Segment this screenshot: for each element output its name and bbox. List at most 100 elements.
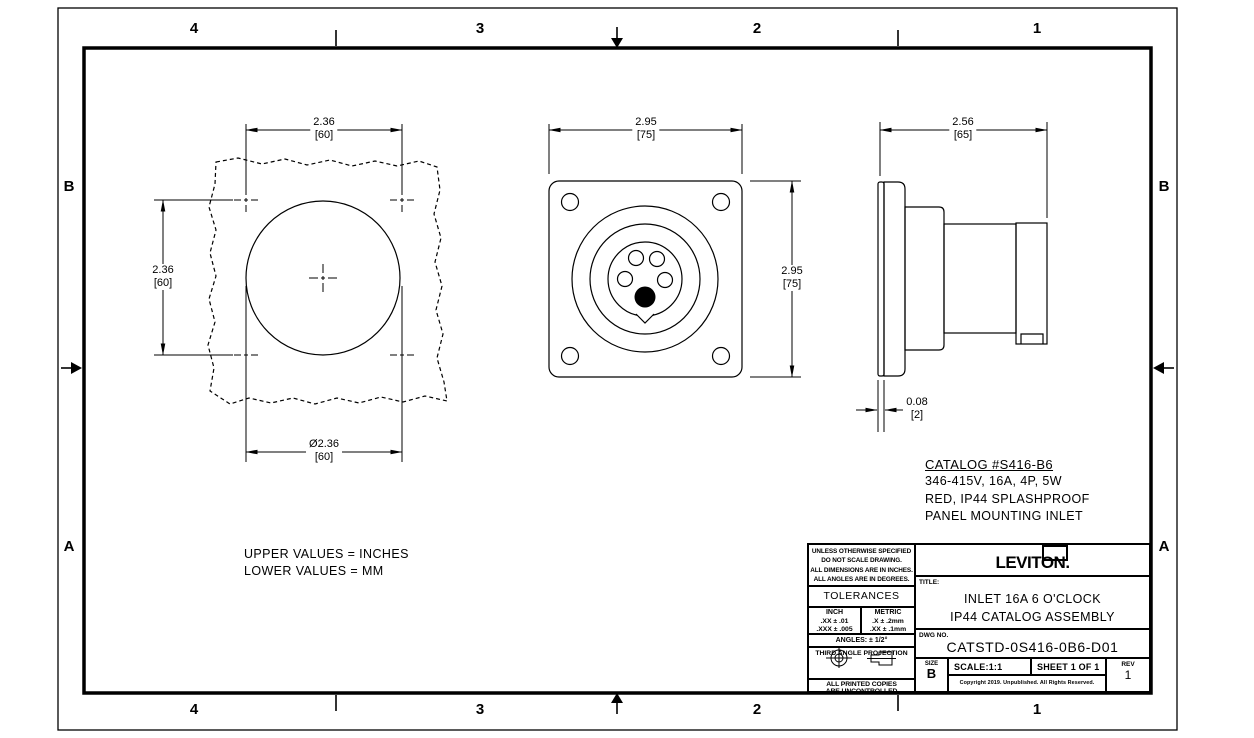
title-cell: TITLE: INLET 16A 6 O'CLOCK IP44 CATALOG … — [916, 577, 1149, 630]
mounting-hole — [560, 346, 580, 366]
dim-value-inches: 2.36 — [313, 116, 335, 128]
zone-left-a: A — [63, 538, 75, 555]
zone-bottom-1: 1 — [1032, 701, 1042, 718]
uncontrolled-note: ALL PRINTED COPIES ARE UNCONTROLLED — [809, 680, 914, 691]
drawing-title-line1: INLET 16A 6 O'CLOCK — [964, 592, 1101, 606]
catalog-ratings: 346-415V, 16A, 4P, 5W — [925, 474, 1062, 489]
size-value: B — [926, 666, 937, 681]
tolerance-inch: INCH .XX ± .01 .XXX ± .005 — [809, 608, 862, 633]
ground-pin — [634, 286, 656, 308]
catalog-note: CATALOG #S416-B6 346-415V, 16A, 4P, 5W R… — [925, 456, 1090, 526]
scale-sheet-cell: SCALE:1:1 SHEET 1 OF 1 Copyright 2019. U… — [949, 659, 1107, 691]
title-block-left-column: UNLESS OTHERWISE SPECIFIED DO NOT SCALE … — [809, 545, 916, 691]
spec-note-line: ALL DIMENSIONS ARE IN INCHES. — [810, 566, 913, 574]
center-marks — [234, 188, 414, 367]
dim-value-mm: [2] — [910, 409, 924, 421]
center-arrow-left — [61, 362, 82, 374]
leviton-logo-box — [1042, 545, 1068, 561]
zone-bottom-4: 4 — [189, 701, 199, 718]
units-note-line2: LOWER VALUES = MM — [244, 564, 384, 578]
sheet-number: SHEET 1 OF 1 — [1032, 659, 1105, 676]
units-note-line1: UPPER VALUES = INCHES — [244, 547, 409, 561]
dim-value-inches: Ø2.36 — [309, 438, 339, 450]
rev-label: REV — [1121, 661, 1135, 668]
pin — [648, 250, 666, 268]
dim-value-mm: [75] — [636, 129, 656, 141]
dim-cutout-height: 2.36 [60] — [149, 264, 177, 290]
dim-cutout-diameter: Ø2.36 [60] — [306, 438, 342, 464]
dim-gasket-thickness: 0.08 [2] — [903, 396, 931, 422]
pin — [656, 271, 674, 289]
rev-value: 1 — [1124, 668, 1132, 682]
dim-value-mm: [60] — [314, 129, 334, 141]
metric-header: METRIC — [874, 609, 902, 616]
pin — [627, 249, 645, 267]
inch-tolerance-row: .XXX ± .005 — [816, 626, 853, 633]
rev-cell: REV 1 — [1107, 659, 1149, 691]
mounting-hole — [711, 192, 731, 212]
tolerance-metric: METRIC .X ± .2mm .XX ± .1mm — [862, 608, 914, 633]
center-arrow-top — [611, 27, 623, 48]
zone-bottom-2: 2 — [752, 701, 762, 718]
dim-value-inches: 2.56 — [952, 116, 974, 128]
spec-note-line: UNLESS OTHERWISE SPECIFIED — [811, 548, 912, 555]
front-view — [548, 124, 801, 378]
catalog-color-ip: RED, IP44 SPLASHPROOF — [925, 491, 1090, 506]
title-block: UNLESS OTHERWISE SPECIFIED DO NOT SCALE … — [807, 543, 1151, 693]
inch-header: INCH — [825, 609, 844, 616]
metric-tolerance-row: .XX ± .1mm — [869, 626, 907, 633]
dim-side-depth: 2.56 [65] — [949, 116, 977, 142]
dim-value-inches: 2.95 — [781, 265, 803, 277]
spec-note-line: ALL ANGLES ARE IN DEGREES. — [813, 575, 910, 583]
zone-top-4: 4 — [189, 20, 199, 37]
mounting-hole — [560, 192, 580, 212]
size-cell: SIZE B — [916, 659, 949, 691]
title-block-right-column: LEVITON. TITLE: INLET 16A 6 O'CLOCK IP44… — [916, 545, 1149, 691]
keyway-notch — [635, 313, 655, 324]
dim-value-inches: 0.08 — [906, 396, 928, 408]
logo-cell: LEVITON. — [916, 545, 1149, 577]
zone-right-b: B — [1158, 178, 1170, 195]
catalog-number: CATALOG #S416-B6 — [925, 457, 1054, 472]
third-angle-projection-icon — [826, 648, 896, 668]
zone-top-2: 2 — [752, 20, 762, 37]
dwg-no-label: DWG NO. — [919, 632, 949, 639]
flange — [883, 181, 906, 377]
dim-value-inches: 2.36 — [152, 264, 174, 276]
zone-left-b: B — [63, 178, 75, 195]
pin — [616, 270, 634, 288]
spec-notes: UNLESS OTHERWISE SPECIFIED DO NOT SCALE … — [809, 545, 914, 587]
metric-tolerance-row: .X ± .2mm — [872, 618, 904, 625]
dim-value-mm: [75] — [782, 278, 802, 290]
zone-right-a: A — [1158, 538, 1170, 555]
gasket — [877, 181, 885, 377]
center-arrow-right — [1153, 362, 1174, 374]
title-label: TITLE: — [919, 579, 940, 586]
dwg-number: CATSTD-0S416-0B6-D01 — [946, 639, 1119, 655]
copyright: Copyright 2019. Unpublished. All Rights … — [959, 680, 1095, 686]
tolerance-table: INCH .XX ± .01 .XXX ± .005 METRIC .X ± .… — [809, 608, 914, 635]
panel-cutout-view — [154, 124, 448, 462]
projection-label: THIRD ANGLE PROJECTION — [815, 650, 908, 657]
side-view — [856, 122, 1048, 432]
scale: SCALE:1:1 — [949, 659, 1032, 676]
dim-value-mm: [65] — [953, 129, 973, 141]
leviton-logo: LEVITON. — [995, 553, 1070, 572]
dwg-cell: DWG NO. CATSTD-0S416-0B6-D01 — [916, 630, 1149, 659]
dim-value-mm: [60] — [314, 451, 334, 463]
dim-cutout-width: 2.36 [60] — [310, 116, 338, 142]
uncontrolled-line: ARE UNCONTROLLED — [809, 688, 914, 691]
size-label: SIZE — [924, 661, 939, 667]
dim-value-inches: 2.95 — [635, 116, 657, 128]
bottom-strip: SIZE B SCALE:1:1 SHEET 1 OF 1 Copyright … — [916, 659, 1149, 691]
units-note: UPPER VALUES = INCHES LOWER VALUES = MM — [244, 546, 409, 580]
zone-top-1: 1 — [1032, 20, 1042, 37]
angles-tolerance: ANGLES: ± 1/2° — [809, 635, 914, 648]
zone-bottom-3: 3 — [475, 701, 485, 718]
tolerances-header: TOLERANCES — [809, 587, 914, 608]
frame — [57, 7, 1178, 731]
projection-cell: THIRD ANGLE PROJECTION — [809, 648, 914, 680]
mounting-hole — [711, 346, 731, 366]
uncontrolled-line: ALL PRINTED COPIES — [826, 681, 897, 688]
